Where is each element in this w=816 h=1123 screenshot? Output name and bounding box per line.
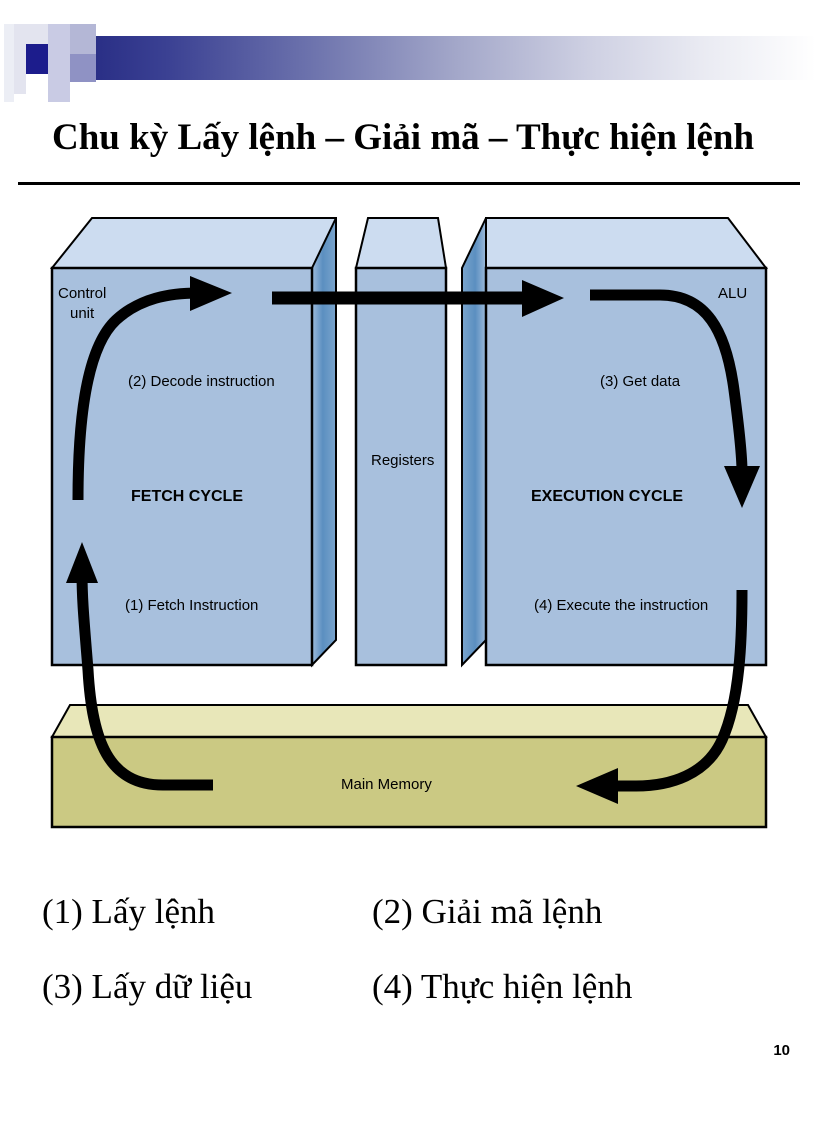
registers-label: Registers (371, 452, 434, 469)
arrow-control-unit-decode (72, 276, 232, 501)
block-control-unit-front-face (50, 266, 314, 667)
page-number: 10 (773, 1042, 790, 1059)
step-item-2: (2) Giải mã lệnh (372, 892, 603, 931)
block-registers-top-face (354, 217, 448, 269)
block-alu-top-face (485, 217, 769, 269)
block-alu-side-face (461, 217, 487, 668)
step-item-1: (1) Lấy lệnh (42, 892, 215, 931)
header-decor-square-pale-low (48, 74, 70, 102)
cpu-cycle-diagram: Control unit (2) Decode instruction FETC… (0, 200, 816, 850)
control-unit-label-line1: Control (58, 285, 106, 302)
header-decor-square-pale-b (26, 24, 48, 44)
block-control-unit: Control unit (2) Decode instruction FETC… (49, 217, 337, 668)
title-divider (18, 182, 800, 185)
main-memory-label: Main Memory (341, 776, 432, 793)
arrow-alu-to-memory (576, 289, 760, 804)
steps-list: (1) Lấy lệnh (2) Giải mã lệnh (3) Lấy dữ… (0, 892, 816, 1042)
alu-label: ALU (718, 285, 747, 302)
block-main-memory: Main Memory (50, 704, 768, 829)
header-decor-square-faint (4, 24, 14, 102)
block-registers: Registers (354, 217, 448, 667)
execution-cycle-label: EXECUTION CYCLE (531, 488, 683, 505)
header-decor-square-light-upper (48, 24, 70, 46)
steps-row: (3) Lấy dữ liệu (4) Thực hiện lệnh (0, 967, 816, 1042)
block-control-unit-side-face (311, 217, 337, 668)
page-title: Chu kỳ Lấy lệnh – Giải mã – Thực hiện lệ… (52, 116, 755, 158)
control-unit-label-line2: unit (70, 305, 95, 322)
header-decor-square-mid-low (70, 54, 96, 82)
step-decode-instruction-label: (2) Decode instruction (128, 373, 275, 390)
steps-row: (1) Lấy lệnh (2) Giải mã lệnh (0, 892, 816, 967)
step-execute-instruction-label: (4) Execute the instruction (534, 597, 708, 614)
header-decor-square-mid-top (70, 24, 96, 54)
header-gradient-bar (96, 36, 816, 80)
arrow-registers-to-alu (272, 280, 564, 317)
block-alu: ALU (3) Get data EXECUTION CYCLE (4) Exe… (461, 217, 769, 668)
slide-header (0, 0, 816, 185)
step-get-data-label: (3) Get data (600, 373, 681, 390)
step-fetch-instruction-label: (1) Fetch Instruction (125, 597, 258, 614)
block-registers-front-face (354, 266, 448, 667)
step-item-3: (3) Lấy dữ liệu (42, 967, 253, 1006)
block-control-unit-top-face (49, 217, 337, 269)
fetch-cycle-label: FETCH CYCLE (131, 488, 243, 505)
step-item-4: (4) Thực hiện lệnh (372, 967, 633, 1006)
header-decor-square-dark (26, 44, 48, 74)
block-main-memory-top-face (50, 704, 768, 738)
arrow-memory-to-control-unit (66, 542, 213, 791)
